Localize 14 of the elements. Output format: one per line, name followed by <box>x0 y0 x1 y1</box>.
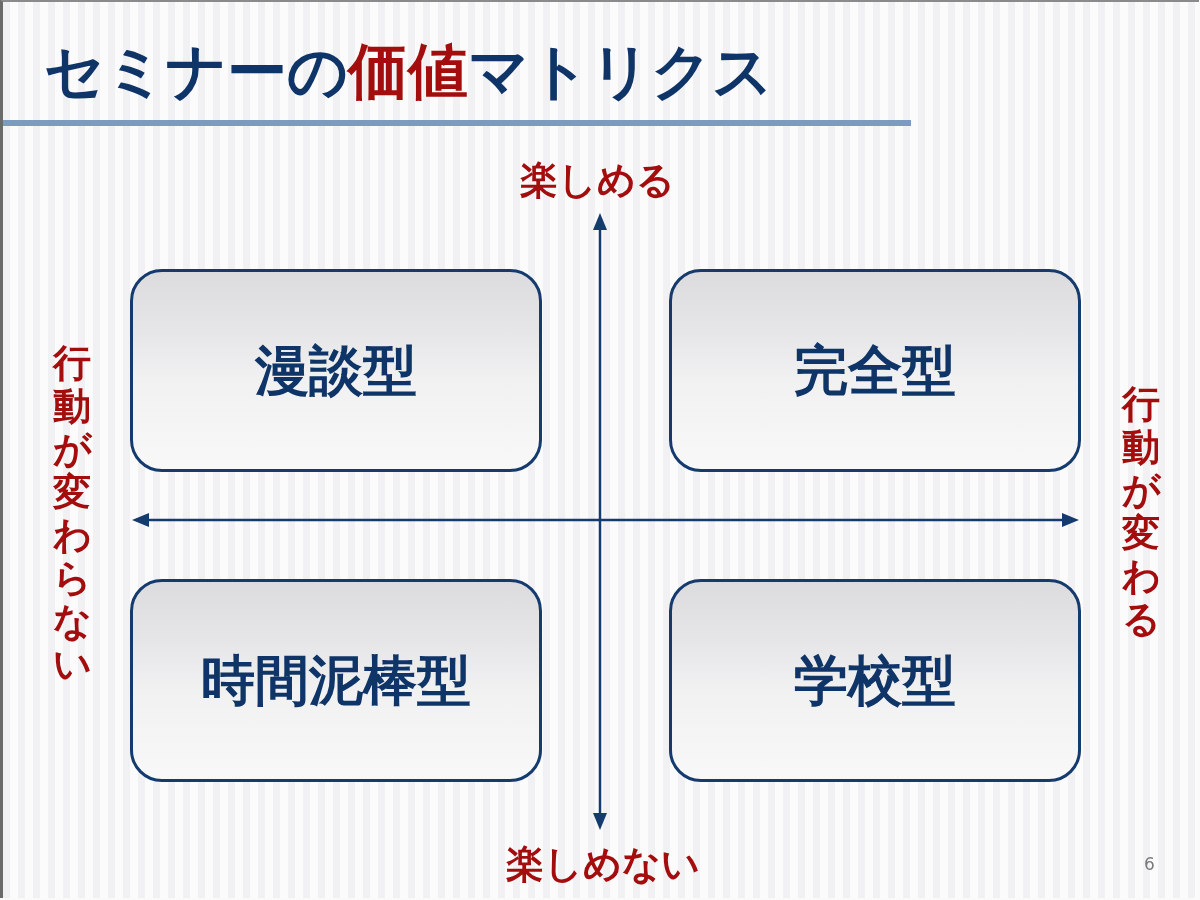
quadrant-box <box>130 269 542 472</box>
axis-label: 楽しめる <box>519 158 675 202</box>
quadrant-box <box>669 579 1081 782</box>
axis-label: 楽しめない <box>506 842 700 886</box>
slide-title: セミナーの価値マトリクス <box>44 35 773 108</box>
quadrant-label: 完全型 <box>794 339 956 402</box>
quadrant-box <box>130 579 542 782</box>
page-number: 6 <box>1144 854 1155 874</box>
quadrant-box <box>669 269 1081 472</box>
axis-label: 行動が変わらない <box>52 342 92 686</box>
quadrant-label: 学校型 <box>794 649 956 712</box>
axis-label: 行動が変わる <box>1121 383 1161 641</box>
quadrant-label: 時間泥棒型 <box>201 649 471 712</box>
quadrant-label: 漫談型 <box>255 339 417 402</box>
